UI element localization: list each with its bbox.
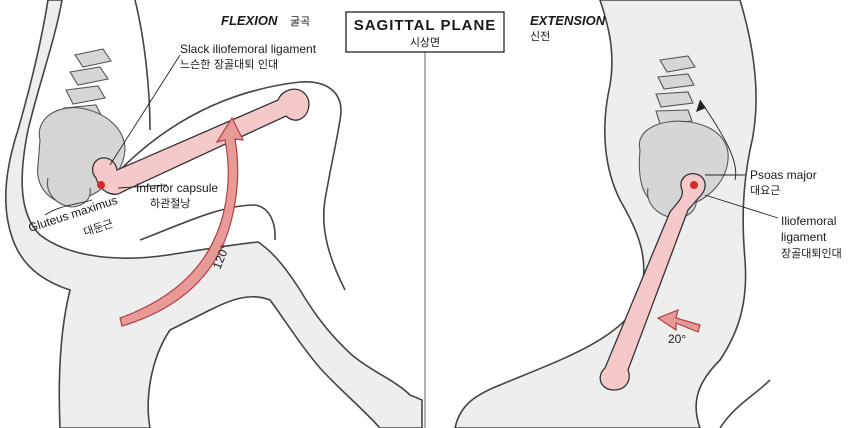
plane-title: SAGITTAL PLANE [354, 17, 497, 34]
flexion-title-ko: 굴곡 [290, 15, 310, 28]
extension-angle-arrow [656, 309, 701, 333]
flexion-femoral-head [97, 181, 105, 189]
psoas-label-ko: 대요근 [750, 184, 780, 197]
iliofemoral-label-line1: Iliofemoral [781, 214, 836, 228]
extension-angle-label: 20° [668, 332, 686, 346]
slack-ligament-label-ko: 느슨한 장골대퇴 인대 [180, 58, 278, 71]
inferior-capsule-label: Inferior capsule [136, 181, 218, 195]
extension-femoral-head [690, 181, 698, 189]
flexion-figure [5, 0, 423, 428]
extension-body-silhouette [454, 0, 757, 428]
iliofemoral-label-line2: ligament [781, 230, 827, 244]
gluteus-label-ko: 대둔근 [82, 217, 115, 239]
flexion-femur [91, 88, 310, 195]
flexion-title: FLEXION [221, 13, 278, 28]
iliofemoral-label-ko: 장골대퇴인대 [781, 247, 842, 260]
flexion-body-silhouette [5, 0, 423, 428]
extension-figure [454, 0, 779, 428]
extension-femur [599, 173, 706, 391]
flexion-angle-arrow [119, 116, 245, 327]
extension-title: EXTENSION [530, 13, 606, 28]
inferior-capsule-label-ko: 하관절낭 [150, 196, 190, 210]
plane-box [345, 11, 505, 53]
plane-title-ko: 시상면 [410, 36, 440, 49]
psoas-label: Psoas major [750, 168, 817, 182]
slack-ligament-label: Slack iliofemoral ligament [180, 42, 317, 56]
extension-title-ko: 신전 [530, 30, 550, 43]
